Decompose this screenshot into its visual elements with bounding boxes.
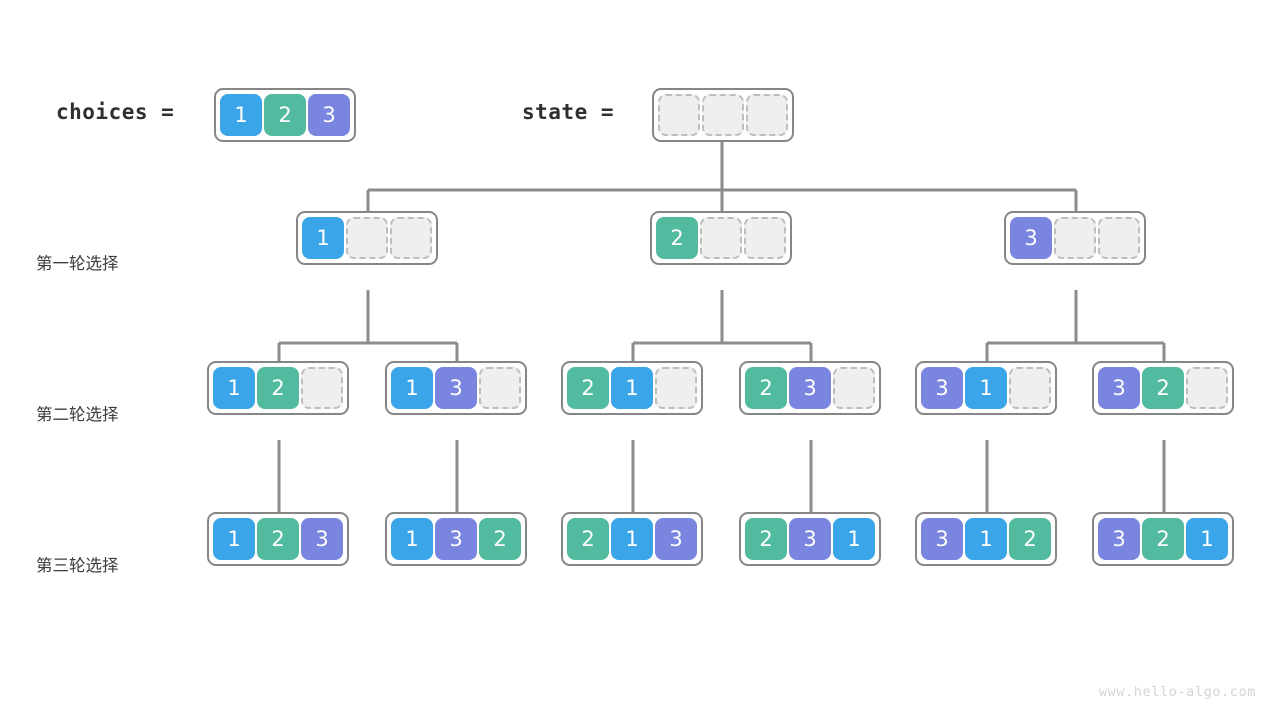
choices-array: 1 2 3: [214, 88, 356, 142]
state-cell-r1-0-2: [390, 217, 432, 259]
state-cell-r3-4-0: 3: [921, 518, 963, 560]
state-cell-r1-1-1: [700, 217, 742, 259]
state-cell-r3-1-0: 1: [391, 518, 433, 560]
state-cell-r2-3-1: 3: [789, 367, 831, 409]
state-cell-r2-4-1: 1: [965, 367, 1007, 409]
state-label: state =: [522, 100, 615, 124]
state-cell-r3-0-0: 1: [213, 518, 255, 560]
state-cell-r2-4-2: [1009, 367, 1051, 409]
state-cell-r2-2-0: 2: [567, 367, 609, 409]
state-cell-r1-0-1: [346, 217, 388, 259]
state-cell-r1-0-0: 1: [302, 217, 344, 259]
state-cell-r2-0-0: 1: [213, 367, 255, 409]
state-cell-r3-0-1: 2: [257, 518, 299, 560]
state-cell-r2-4-0: 3: [921, 367, 963, 409]
state-cell-r3-0-2: 3: [301, 518, 343, 560]
choices-cell-1: 2: [264, 94, 306, 136]
state-cell-r2-0-2: [301, 367, 343, 409]
state-node-r1-2: 3: [1004, 211, 1146, 265]
state-cell-r2-3-2: [833, 367, 875, 409]
state-cell-r3-4-2: 2: [1009, 518, 1051, 560]
state-cell-r1-1-2: [744, 217, 786, 259]
state-cell-r3-2-0: 2: [567, 518, 609, 560]
state-cell-r2-5-1: 2: [1142, 367, 1184, 409]
state-cell-r1-2-2: [1098, 217, 1140, 259]
choices-cell-2: 3: [308, 94, 350, 136]
state-cell-r3-3-0: 2: [745, 518, 787, 560]
state-cell-r3-2-2: 3: [655, 518, 697, 560]
state-cell-r3-4-1: 1: [965, 518, 1007, 560]
state-cell-r1-2-1: [1054, 217, 1096, 259]
row-label-round-1: 第一轮选择: [36, 254, 119, 273]
state-cell-r3-1-2: 2: [479, 518, 521, 560]
state-cell-r2-0-1: 2: [257, 367, 299, 409]
state-cell-r2-5-2: [1186, 367, 1228, 409]
state-cell-r3-5-2: 1: [1186, 518, 1228, 560]
state-cell-r2-1-0: 1: [391, 367, 433, 409]
state-cell-r3-5-0: 3: [1098, 518, 1140, 560]
state-cell-r3-5-1: 2: [1142, 518, 1184, 560]
state-cell-r3-3-2: 1: [833, 518, 875, 560]
state-cell-r3-3-1: 3: [789, 518, 831, 560]
state-node-r1-0: 1: [296, 211, 438, 265]
state-array: [652, 88, 794, 142]
state-cell-r2-1-1: 3: [435, 367, 477, 409]
state-cell-r2-5-0: 3: [1098, 367, 1140, 409]
state-cell-r3-1-1: 3: [435, 518, 477, 560]
row-label-round-3: 第三轮选择: [36, 556, 119, 575]
state-cell-r2-2-1: 1: [611, 367, 653, 409]
state-cell-r1-1-0: 2: [656, 217, 698, 259]
choices-label: choices =: [56, 100, 175, 124]
watermark: www.hello-algo.com: [1098, 684, 1256, 700]
state-cell-2: [746, 94, 788, 136]
state-node-r1-1: 2: [650, 211, 792, 265]
state-cell-r3-2-1: 1: [611, 518, 653, 560]
state-cell-0: [658, 94, 700, 136]
choices-cell-0: 1: [220, 94, 262, 136]
state-cell-r2-3-0: 2: [745, 367, 787, 409]
state-cell-r1-2-0: 3: [1010, 217, 1052, 259]
row-label-round-2: 第二轮选择: [36, 405, 119, 424]
state-cell-1: [702, 94, 744, 136]
state-cell-r2-2-2: [655, 367, 697, 409]
state-cell-r2-1-2: [479, 367, 521, 409]
